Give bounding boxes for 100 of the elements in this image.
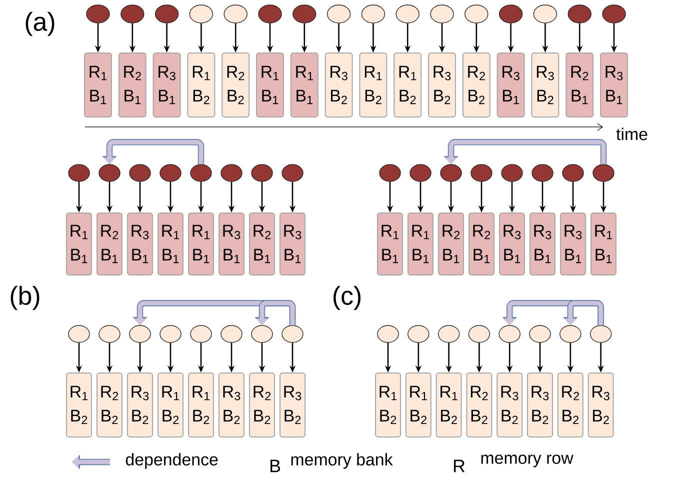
memory-box: R$_{3}$ B$_{2}$ [127,372,153,438]
circle [98,164,120,182]
circle [602,4,626,24]
circle [292,4,316,24]
memory-box: R$_{1}$ B$_{2}$ [394,52,422,118]
circle [129,325,151,343]
circle [189,4,214,24]
circle [560,325,582,343]
memory-box: R$_{3}$ B$_{1}$ [560,212,586,276]
memory-box: R$_{1}$ B$_{1}$ [290,52,318,118]
memory-box: R$_{3}$ B$_{2}$ [324,52,353,118]
circle [220,325,242,343]
legend-symbol: B [270,460,280,472]
memory-box: R$_{3}$ B$_{1}$ [496,52,525,118]
memory-box: R$_{1}$ B$_{2}$ [158,372,184,438]
memory-box: R$_{1}$ B$_{2}$ [359,52,388,118]
memory-box: R$_{3}$ B$_{1}$ [499,212,525,276]
circle [86,4,110,24]
memory-box: R$_{3}$ B$_{1}$ [152,52,181,118]
memory-box: R$_{3}$ B$_{2}$ [496,372,523,438]
legend-text: memory bank [291,453,393,469]
panel-label: (a) [26,12,54,36]
circle [68,164,90,182]
panel-label: (c) [334,286,360,310]
circle [590,325,612,343]
circle [410,164,432,182]
memory-box: R$_{1}$ B$_{2}$ [188,372,214,438]
panel-label: (b) [10,286,40,310]
memory-box: R$_{2}$ B$_{1}$ [96,212,122,276]
memory-box: R$_{3}$ B$_{2}$ [428,52,456,118]
circle [190,164,212,182]
memory-box: R$_{2}$ B$_{2}$ [462,52,490,118]
circle [129,164,151,182]
circle [190,325,212,343]
circle [220,164,242,182]
circle [464,4,488,24]
memory-box: R$_{3}$ B$_{2}$ [280,372,306,438]
circle [501,164,523,182]
memory-box: R$_{3}$ B$_{2}$ [588,372,614,438]
circle [154,4,179,24]
circle [468,325,490,343]
circle [120,4,144,24]
circle [98,325,120,343]
circle [533,4,558,24]
circle [361,4,386,24]
memory-box: R$_{3}$ B$_{1}$ [218,212,244,276]
circle [251,164,273,182]
legend-symbol: R [454,460,465,472]
memory-box: R$_{1}$ B$_{1}$ [377,212,403,276]
axis-label: time [616,128,648,140]
memory-box: R$_{1}$ B$_{2}$ [66,372,92,438]
memory-box: R$_{1}$ B$_{1}$ [590,212,616,276]
circle [282,164,304,182]
circle [470,164,492,182]
circle [440,164,462,182]
circle [438,325,460,343]
memory-box: R$_{1}$ B$_{2}$ [187,52,216,118]
memory-box: R$_{2}$ B$_{2}$ [249,372,275,438]
circle [568,4,592,24]
memory-box: R$_{3}$ B$_{1}$ [600,52,628,118]
memory-box: R$_{2}$ B$_{2}$ [557,372,584,438]
memory-box: R$_{2}$ B$_{1}$ [249,212,275,276]
circle [532,164,554,182]
memory-box: R$_{1}$ B$_{1}$ [158,212,184,276]
circle [160,164,182,182]
memory-box: R$_{3}$ B$_{1}$ [530,212,556,276]
memory-box: R$_{3}$ B$_{1}$ [280,212,306,276]
legend-text: dependence [126,453,218,469]
circle [379,164,401,182]
memory-box: R$_{3}$ B$_{2}$ [218,372,244,438]
circle [498,4,523,24]
memory-box: R$_{1}$ B$_{2}$ [375,372,401,438]
memory-box: R$_{1}$ B$_{1}$ [408,212,434,276]
circle [326,4,351,24]
memory-box: R$_{2}$ B$_{1}$ [566,52,594,118]
memory-box: R$_{3}$ B$_{1}$ [127,212,153,276]
memory-box: R$_{3}$ B$_{2}$ [527,372,553,438]
memory-box: R$_{1}$ B$_{2}$ [436,372,462,438]
memory-box: R$_{2}$ B$_{1}$ [118,52,146,118]
circle [592,164,614,182]
circle [498,325,520,343]
memory-box: R$_{1}$ B$_{1}$ [188,212,214,276]
memory-box: R$_{2}$ B$_{2}$ [96,372,122,438]
memory-box: R$_{1}$ B$_{1}$ [84,52,112,118]
circle [562,164,584,182]
circle [430,4,454,24]
memory-box: R$_{2}$ B$_{2}$ [222,52,250,118]
memory-box: R$_{1}$ B$_{1}$ [256,52,284,118]
circle [377,325,399,343]
circle [160,325,182,343]
memory-box: R$_{2}$ B$_{1}$ [438,212,464,276]
circle [529,325,551,343]
memory-box: R$_{3}$ B$_{2}$ [531,52,560,118]
circle [68,325,90,343]
memory-box: R$_{2}$ B$_{2}$ [466,372,492,438]
circle [396,4,420,24]
circle [258,4,282,24]
circle [408,325,430,343]
memory-box: R$_{2}$ B$_{1}$ [468,212,494,276]
legend-text: memory row [481,454,574,468]
